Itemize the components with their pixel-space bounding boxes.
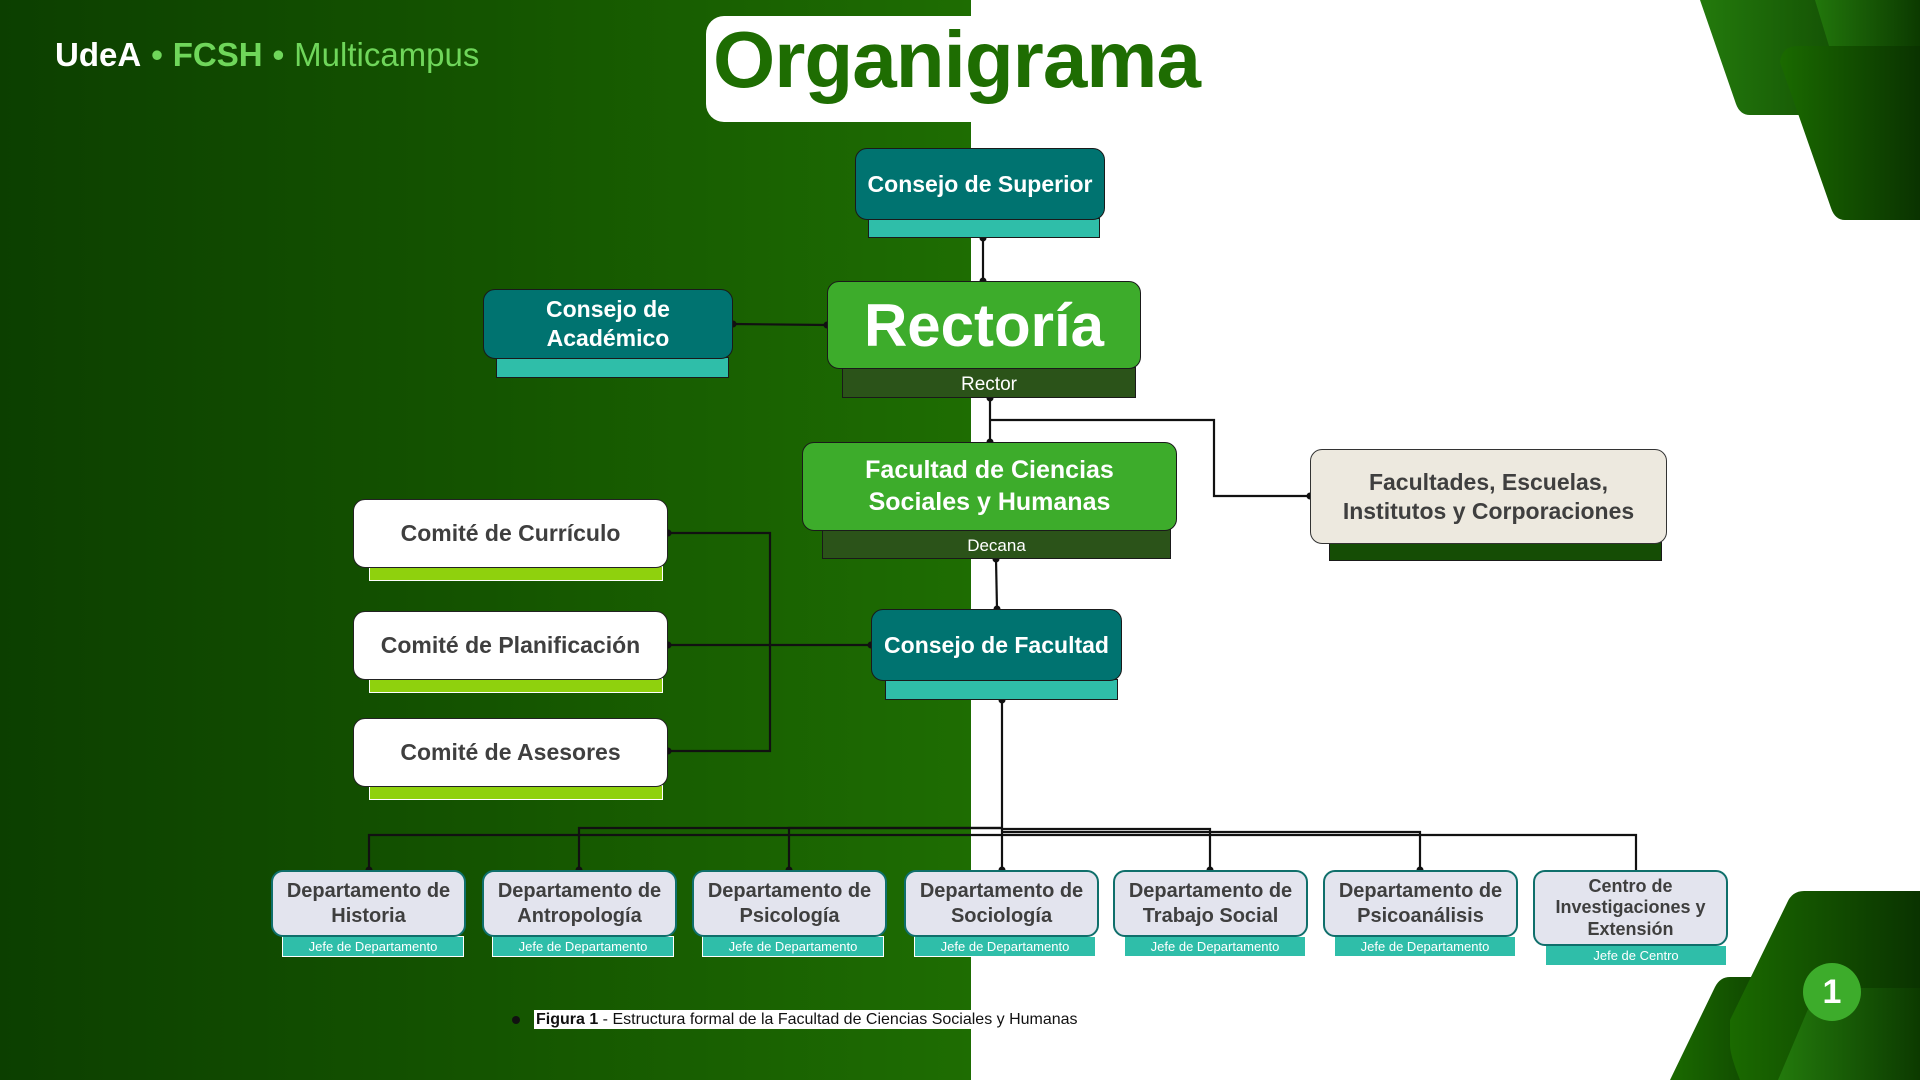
node-label: Comité de Planificación: [380, 632, 641, 659]
consejo-facultad-bar: [885, 679, 1118, 700]
role-label: Rector: [961, 373, 1017, 395]
consejo-academico-bar: [496, 357, 729, 378]
node-label: Departamento de Historia: [286, 879, 451, 927]
node-rectoria[interactable]: Rectoría: [827, 281, 1141, 369]
node-comite-asesores[interactable]: Comité de Asesores: [353, 718, 668, 787]
separator-dot: •: [272, 36, 285, 73]
node-facultad-csh[interactable]: Facultad de Ciencias Sociales y Humanas: [802, 442, 1177, 531]
node-dept-antropologia[interactable]: Departamento de Antropología: [482, 870, 677, 937]
dept-role-bar: Jefe de Departamento: [702, 936, 884, 957]
node-comite-curriculo[interactable]: Comité de Currículo: [353, 499, 668, 568]
comite-bar: [369, 785, 663, 800]
role-label: Jefe de Departamento: [728, 939, 858, 954]
line-bus-trabajo: [1002, 827, 1212, 870]
rectoria-role-bar: Rector: [842, 367, 1136, 398]
node-dept-psicologia[interactable]: Departamento de Psicología: [692, 870, 887, 937]
node-label: Consejo de Facultad: [884, 631, 1109, 658]
dept-role-bar: Jefe de Departamento: [1124, 936, 1306, 957]
facultad-role-bar: Decana: [822, 529, 1171, 559]
node-dept-sociologia[interactable]: Departamento de Sociología: [904, 870, 1099, 937]
title-background: [706, 16, 1006, 122]
role-label: Jefe de Departamento: [518, 939, 648, 954]
node-label: Departamento de Psicoanálisis: [1338, 879, 1503, 927]
role-label: Jefe de Departamento: [940, 939, 1070, 954]
figure-number: Figura 1: [536, 1011, 599, 1028]
role-label: Decana: [967, 536, 1026, 555]
bullet-icon: [512, 1015, 520, 1024]
node-centro-investigaciones[interactable]: Centro de Investigaciones y Extensión: [1533, 870, 1728, 946]
page-number-badge: 1: [1803, 963, 1861, 1021]
line-facultad-consejo: [994, 558, 999, 610]
node-consejo-academico[interactable]: Consejo de Académico: [483, 289, 733, 359]
dept-role-bar: Jefe de Departamento: [282, 936, 464, 957]
node-label: Centro de Investigaciones y Extensión: [1555, 875, 1706, 939]
header-brand: UdeA•FCSH•Multicampus: [55, 36, 479, 74]
node-label: Facultades, Escuelas, Institutos y Corpo…: [1342, 468, 1635, 524]
caption-text: - Estructura formal de la Facultad de Ci…: [598, 1011, 1078, 1028]
node-consejo-superior[interactable]: Consejo de Superior: [855, 148, 1105, 220]
role-label: Jefe de Departamento: [1360, 939, 1490, 954]
node-label: Rectoría: [863, 291, 1105, 359]
role-label: Jefe de Centro: [1593, 948, 1679, 963]
node-consejo-facultad[interactable]: Consejo de Facultad: [871, 609, 1122, 681]
node-dept-psicoanalisis[interactable]: Departamento de Psicoanálisis: [1323, 870, 1518, 937]
node-label: Facultad de Ciencias Sociales y Humanas: [865, 456, 1114, 516]
comite-bar: [369, 678, 663, 693]
node-label: Consejo de Académico: [546, 296, 670, 351]
role-label: Jefe de Departamento: [1150, 939, 1280, 954]
comite-bar: [369, 566, 663, 581]
node-label: Comité de Asesores: [400, 739, 621, 766]
dept-role-bar: Jefe de Departamento: [914, 936, 1096, 957]
node-facultades-escuelas[interactable]: Facultades, Escuelas, Institutos y Corpo…: [1310, 449, 1667, 544]
consejo-superior-bar: [868, 218, 1100, 238]
node-comite-planificacion[interactable]: Comité de Planificación: [353, 611, 668, 680]
dept-role-bar: Jefe de Departamento: [492, 936, 674, 957]
centro-role-bar: Jefe de Centro: [1545, 945, 1727, 966]
role-label: Jefe de Departamento: [308, 939, 438, 954]
separator-dot: •: [151, 36, 163, 73]
node-label: Comité de Currículo: [400, 520, 621, 547]
brand-multicampus: Multicampus: [294, 36, 480, 73]
node-label: Departamento de Trabajo Social: [1128, 879, 1293, 927]
brand-udea: UdeA: [55, 36, 142, 73]
page-title: Organigrama: [713, 15, 1201, 104]
node-dept-historia[interactable]: Departamento de Historia: [271, 870, 466, 937]
node-label: Consejo de Superior: [867, 170, 1093, 197]
dept-role-bar: Jefe de Departamento: [1334, 936, 1516, 957]
figure-caption: Figura 1 - Estructura formal de la Facul…: [512, 1010, 1080, 1029]
node-label: Departamento de Antropología: [497, 879, 662, 927]
facultades-bar: [1329, 542, 1662, 561]
node-dept-trabajo-social[interactable]: Departamento de Trabajo Social: [1113, 870, 1308, 937]
line-bus-psicoanalisis: [1002, 830, 1422, 870]
node-label: Departamento de Psicología: [707, 879, 872, 927]
node-label: Departamento de Sociología: [919, 879, 1084, 927]
brand-fcsh: FCSH: [172, 36, 263, 73]
top-right-decoration: [1700, 0, 1920, 220]
